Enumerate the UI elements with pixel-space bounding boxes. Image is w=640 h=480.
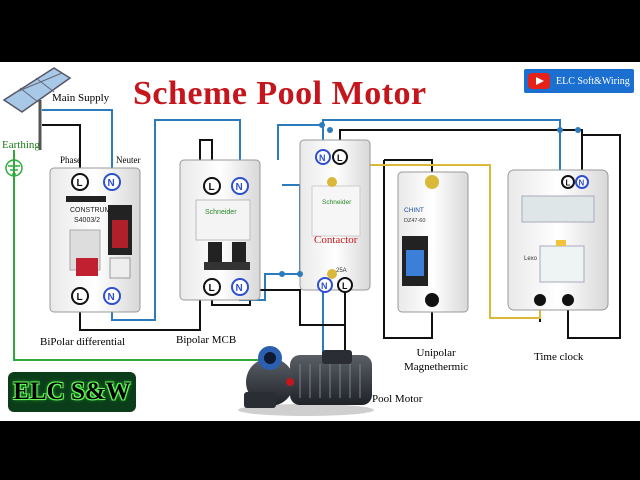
letterbox-top <box>0 0 640 62</box>
svg-text:N: N <box>236 283 243 294</box>
bipolar-differential-device: CONSTRUM S4003/2 <box>49 167 141 313</box>
label-bipolar-differential: BiPolar differential <box>40 336 126 348</box>
unipolar-out-wire <box>383 160 433 339</box>
mcb-terminal-n-bottom: N <box>231 278 249 296</box>
unipolar-model: DZ47-60 <box>404 218 425 224</box>
svg-text:N: N <box>319 153 326 163</box>
control-coil-wire <box>355 164 541 319</box>
svg-text:L: L <box>77 178 83 189</box>
svg-text:N: N <box>321 281 328 291</box>
svg-text:L: L <box>342 281 348 291</box>
supply-neuter-wire <box>42 109 113 182</box>
svg-text:L: L <box>337 153 343 163</box>
contactor-brand: Schneider <box>322 199 352 206</box>
timer-return-wire <box>567 134 621 339</box>
channel-badge-label: ELC Soft&Wiring <box>556 75 630 87</box>
timer-terminal-l-top: L <box>561 175 575 189</box>
label-phase: Phase <box>60 155 81 165</box>
channel-badge[interactable]: ELC Soft&Wiring <box>524 69 634 93</box>
time-clock-device: Lexo <box>507 169 609 311</box>
rcd-to-mcb-n-wire <box>111 119 241 321</box>
contactor-coil-a2 <box>327 269 337 279</box>
svg-text:L: L <box>209 283 215 294</box>
mcb-loop-wire <box>282 184 301 275</box>
timer-brand: Lexo <box>524 256 538 262</box>
unipolar-magnethermic-device: CHINT DZ47-60 <box>397 171 469 313</box>
solar-panel-icon <box>2 67 72 150</box>
page-title: Scheme Pool Motor <box>133 75 427 112</box>
elc-logo-text: ELC S&W <box>13 378 131 405</box>
rcd-brand: CONSTRUM <box>70 207 111 214</box>
svg-text:L: L <box>209 182 215 193</box>
timer-terminal-out-1 <box>534 294 546 306</box>
rcd-model: S4003/2 <box>74 217 100 224</box>
label-time-clock: Time clock <box>534 351 584 363</box>
contactor-terminal-n-top: N <box>315 149 331 165</box>
svg-text:L: L <box>77 292 83 303</box>
svg-text:L: L <box>566 179 571 188</box>
unipolar-brand: CHINT <box>404 207 424 214</box>
svg-text:N: N <box>108 178 115 189</box>
svg-text:N: N <box>236 182 243 193</box>
pool-pump-icon <box>238 346 374 416</box>
label-contactor: Contactor <box>314 234 358 246</box>
youtube-icon <box>528 73 550 89</box>
label-bipolar-mcb: Bipolar MCB <box>176 334 237 346</box>
rcd-terminal-n-bottom: N <box>103 287 121 305</box>
contactor-rating: 25A <box>336 268 347 274</box>
earth-wire <box>13 150 262 361</box>
timer-terminal-n-top: N <box>575 175 589 189</box>
contactor-terminal-l-top: L <box>332 149 348 165</box>
contactor-terminal-l-bottom: L <box>337 277 353 293</box>
label-main-supply: Main Supply <box>52 92 110 104</box>
timer-terminal-out-2 <box>562 294 574 306</box>
contactor-n-to-timer-wire <box>322 119 561 182</box>
label-pool-motor: Pool Motor <box>372 393 423 405</box>
unipolar-terminal-bottom <box>425 293 439 307</box>
wire-junctions <box>279 122 581 277</box>
rcd-terminal-n-top: N <box>103 173 121 191</box>
rcd-terminal-l-bottom: L <box>71 287 89 305</box>
mcb-brand: Schneider <box>205 209 237 216</box>
terminals: L N L N L N L N N L N L L N <box>71 122 589 307</box>
letterbox-bottom <box>0 421 640 480</box>
rcd-terminal-l-top: L <box>71 173 89 191</box>
contactor-terminal-n-bottom: N <box>317 277 333 293</box>
mcb-terminal-l-bottom: L <box>203 278 221 296</box>
contactor-device: Schneider 25A <box>299 139 371 291</box>
label-neuter: Neuter <box>116 155 141 165</box>
label-unipolar-magnethermic: Unipolar Magnethermic <box>404 347 469 373</box>
label-earthing: Earthing <box>2 139 40 151</box>
supply-phase-wire <box>42 124 81 182</box>
contactor-coil-a1 <box>327 177 337 187</box>
earth-ground-icon <box>5 159 23 177</box>
svg-text:N: N <box>579 179 585 188</box>
svg-text:N: N <box>108 292 115 303</box>
mcb-terminal-l-top: L <box>203 177 221 195</box>
elc-logo: ELC S&W <box>8 372 136 412</box>
unipolar-terminal-top <box>425 175 439 189</box>
mcb-l-to-contactor-wire <box>211 285 346 326</box>
bipolar-mcb-device: Schneider <box>179 159 261 301</box>
mcb-terminal-n-top: N <box>231 177 249 195</box>
